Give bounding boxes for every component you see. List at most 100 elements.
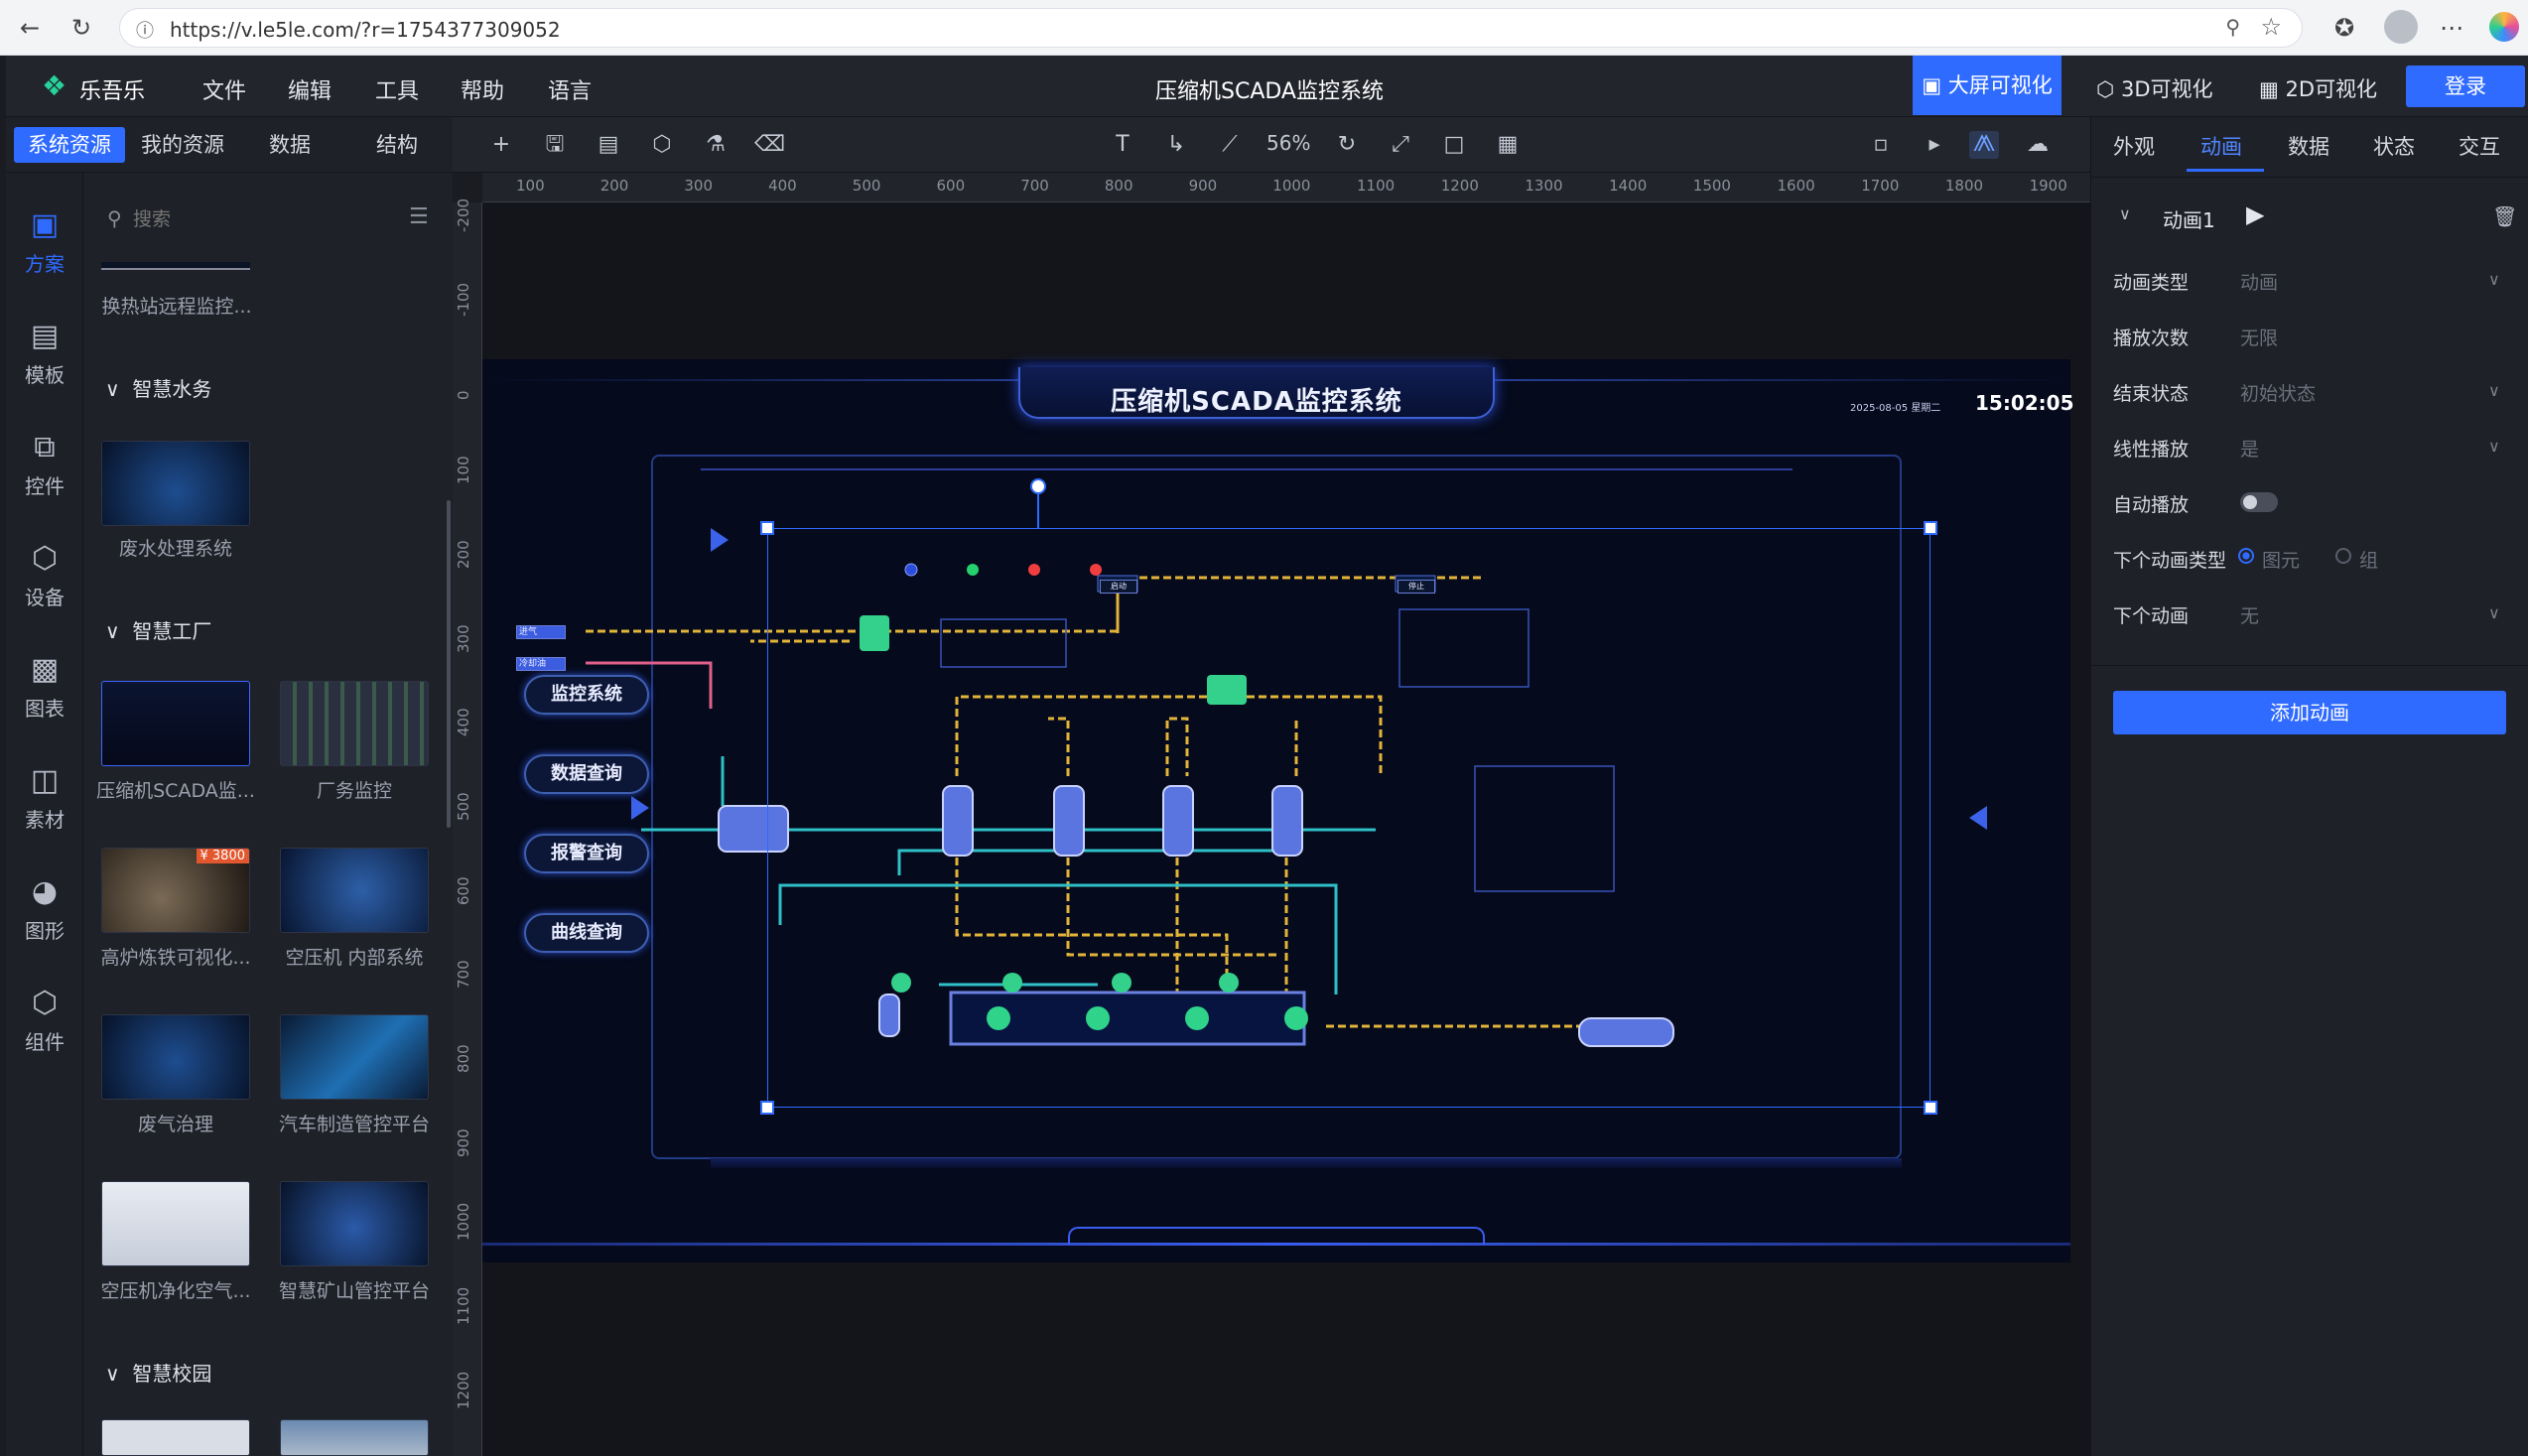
address-bar[interactable]: ⓘ https://v.le5le.com/?r=1754377309052 ⚲… bbox=[119, 8, 2303, 48]
eraser-icon[interactable]: ⌫ bbox=[754, 132, 786, 157]
line-icon[interactable]: ⟋ bbox=[1222, 132, 1238, 157]
tab-data[interactable]: 数据 bbox=[269, 133, 311, 157]
thumb-compressor-scada[interactable] bbox=[101, 681, 250, 766]
profile-avatar[interactable] bbox=[2384, 10, 2418, 44]
refresh-icon[interactable]: ↻ bbox=[1337, 132, 1357, 157]
start-button[interactable]: 启动 bbox=[1100, 580, 1137, 594]
text-icon[interactable]: T bbox=[1116, 132, 1130, 157]
thumb-factory-monitor[interactable] bbox=[280, 681, 429, 766]
add-icon[interactable]: + bbox=[491, 132, 511, 157]
scada-screen[interactable]: 压缩机SCADA监控系统 2025-08-05 星期二 15:02:05 监控系… bbox=[482, 359, 2074, 1262]
play-count-input[interactable]: 无限 bbox=[2240, 328, 2279, 349]
thumb-exhaust[interactable] bbox=[101, 1014, 250, 1100]
format-painter-icon[interactable]: ⚗ bbox=[706, 132, 726, 157]
save-icon[interactable]: 🖫 bbox=[545, 132, 565, 157]
resize-handle[interactable] bbox=[1924, 1101, 1937, 1115]
thumb-smart-mine[interactable] bbox=[280, 1181, 429, 1266]
section-water[interactable]: ∨ 智慧水务 bbox=[105, 377, 212, 401]
list-menu-icon[interactable]: ☰ bbox=[409, 204, 429, 229]
category-device[interactable]: ⬡设备 bbox=[6, 530, 83, 629]
favorites-icon[interactable]: ✪ bbox=[2333, 14, 2355, 42]
category-scheme[interactable]: ▣方案 bbox=[6, 197, 83, 296]
chevron-down-icon[interactable]: ∨ bbox=[2488, 270, 2500, 289]
thumb-campus-1[interactable] bbox=[101, 1419, 250, 1456]
shrink-icon[interactable]: ⤢ bbox=[1392, 132, 1409, 157]
zoom-level[interactable]: 56% bbox=[1266, 131, 1311, 155]
tab-my-resources[interactable]: 我的资源 bbox=[141, 133, 224, 157]
cloud-icon[interactable]: ☁ bbox=[2027, 132, 2049, 157]
chevron-down-icon[interactable]: ∨ bbox=[2119, 204, 2131, 223]
nav-data-query[interactable]: 数据查询 bbox=[524, 754, 649, 794]
thumb-wastewater[interactable] bbox=[101, 441, 250, 526]
tab-data[interactable]: 数据 bbox=[2288, 135, 2329, 159]
autoplay-toggle[interactable] bbox=[2240, 492, 2278, 512]
nav-curve-query[interactable]: 曲线查询 bbox=[524, 913, 649, 953]
tab-system-resources[interactable]: 系统资源 bbox=[14, 127, 125, 163]
more-menu-icon[interactable]: ⋯ bbox=[2440, 14, 2463, 42]
resize-handle[interactable] bbox=[1924, 521, 1937, 535]
thumb-campus-2[interactable] bbox=[280, 1419, 429, 1456]
animation-name[interactable]: 动画1 bbox=[2163, 208, 2215, 232]
back-icon[interactable]: ← bbox=[19, 14, 41, 42]
login-button[interactable]: 登录 bbox=[2406, 66, 2525, 107]
delete-icon[interactable]: 🗑 bbox=[2492, 204, 2518, 228]
share-icon[interactable]: ⨇ bbox=[1969, 131, 1999, 159]
resize-handle[interactable] bbox=[760, 1101, 774, 1115]
stop-button[interactable]: 停止 bbox=[1397, 580, 1435, 594]
menu-edit[interactable]: 编辑 bbox=[288, 79, 333, 104]
section-campus[interactable]: ∨ 智慧校园 bbox=[105, 1362, 212, 1386]
category-control[interactable]: ⧉控件 bbox=[6, 419, 83, 518]
tab-appearance[interactable]: 外观 bbox=[2113, 135, 2155, 159]
chevron-down-icon[interactable]: ∨ bbox=[2488, 381, 2500, 400]
add-animation-button[interactable]: 添加动画 bbox=[2113, 691, 2506, 734]
next-animation-select[interactable]: 无 bbox=[2240, 605, 2260, 627]
nav-monitor[interactable]: 监控系统 bbox=[524, 675, 649, 715]
lock-icon[interactable]: ▫ bbox=[1873, 132, 1889, 157]
menu-language[interactable]: 语言 bbox=[548, 79, 593, 104]
site-info-icon[interactable]: ⓘ bbox=[136, 21, 154, 42]
animation-type-select[interactable]: 动画 bbox=[2240, 272, 2279, 294]
play-animation-icon[interactable]: ▶ bbox=[2246, 200, 2265, 228]
library-scrollbar[interactable] bbox=[447, 500, 451, 828]
play-icon[interactable]: ▸ bbox=[1929, 132, 1940, 157]
thumb-heat-station[interactable] bbox=[101, 262, 250, 270]
thumb-blast-furnace[interactable]: ¥ 3800 bbox=[101, 848, 250, 933]
search-input[interactable] bbox=[133, 204, 381, 234]
tab-structure[interactable]: 结构 bbox=[376, 133, 418, 157]
section-factory[interactable]: ∨ 智慧工厂 bbox=[105, 619, 212, 643]
category-shape[interactable]: ◕图形 bbox=[6, 863, 83, 963]
radio-group[interactable] bbox=[2335, 548, 2351, 564]
reload-icon[interactable]: ↻ bbox=[70, 14, 92, 42]
bookmark-star-icon[interactable]: ☆ bbox=[2260, 13, 2282, 41]
radio-element[interactable] bbox=[2238, 548, 2254, 564]
layout-icon[interactable]: ▦ bbox=[1497, 132, 1519, 157]
mode-2d-button[interactable]: ▦ 2D可视化 bbox=[2259, 77, 2378, 101]
document-icon[interactable]: ▤ bbox=[598, 132, 619, 157]
mode-bigscreen-button[interactable]: ▣ 大屏可视化 bbox=[1913, 56, 2062, 115]
category-material[interactable]: ◫素材 bbox=[6, 752, 83, 852]
tab-interaction[interactable]: 交互 bbox=[2459, 135, 2500, 159]
key-icon[interactable]: ⚲ bbox=[2225, 15, 2240, 39]
thumb-air-purify[interactable] bbox=[101, 1181, 250, 1266]
linear-select[interactable]: 是 bbox=[2240, 439, 2260, 461]
mode-3d-button[interactable]: ⬡ 3D可视化 bbox=[2096, 77, 2213, 101]
search-box[interactable]: ⚲ ☰ bbox=[93, 200, 441, 240]
menu-help[interactable]: 帮助 bbox=[461, 79, 505, 104]
end-state-select[interactable]: 初始状态 bbox=[2240, 383, 2317, 405]
menu-tools[interactable]: 工具 bbox=[375, 79, 420, 104]
resize-handle[interactable] bbox=[760, 521, 774, 535]
copilot-icon[interactable] bbox=[2489, 12, 2519, 42]
connector-icon[interactable]: ↳ bbox=[1166, 132, 1186, 157]
thumb-automotive[interactable] bbox=[280, 1014, 429, 1100]
nav-alarm-query[interactable]: 报警查询 bbox=[524, 834, 649, 873]
menu-file[interactable]: 文件 bbox=[202, 79, 247, 104]
category-chart[interactable]: ▩图表 bbox=[6, 641, 83, 740]
tab-state[interactable]: 状态 bbox=[2373, 135, 2415, 159]
chevron-down-icon[interactable]: ∨ bbox=[2488, 437, 2500, 456]
thumb-air-compressor[interactable] bbox=[280, 848, 429, 933]
category-template[interactable]: ▤模板 bbox=[6, 308, 83, 407]
category-component[interactable]: ⬡组件 bbox=[6, 975, 83, 1074]
frame-icon[interactable]: □ bbox=[1443, 132, 1465, 157]
component-icon[interactable]: ⬡ bbox=[652, 132, 672, 157]
chevron-down-icon[interactable]: ∨ bbox=[2488, 603, 2500, 622]
